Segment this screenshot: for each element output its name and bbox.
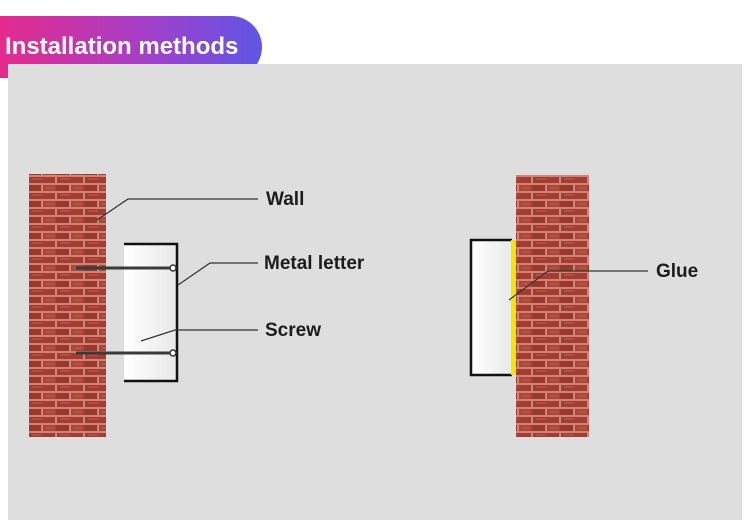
screw-top-head (169, 264, 177, 272)
section-title-text: Installation methods (5, 33, 239, 60)
metal-letter-label: Metal letter (264, 253, 365, 274)
metal-letter-left-edge (124, 242, 179, 383)
metal-letter-right-edge (469, 238, 512, 377)
glue-leader-line (508, 270, 648, 301)
screw-label: Screw (265, 320, 321, 341)
screw-bottom-head (169, 349, 177, 357)
wall-label: Wall (266, 189, 305, 210)
brick-wall-left (29, 174, 106, 437)
metal-letter-leader-line (177, 262, 258, 286)
metal-letter-right (471, 240, 512, 375)
wall-leader-line (96, 198, 258, 221)
metal-letter-left (124, 244, 176, 381)
brick-wall-right (516, 175, 589, 437)
glue-label: Glue (656, 261, 699, 282)
glue-layer (511, 240, 516, 375)
screw-leader-line (140, 329, 258, 342)
